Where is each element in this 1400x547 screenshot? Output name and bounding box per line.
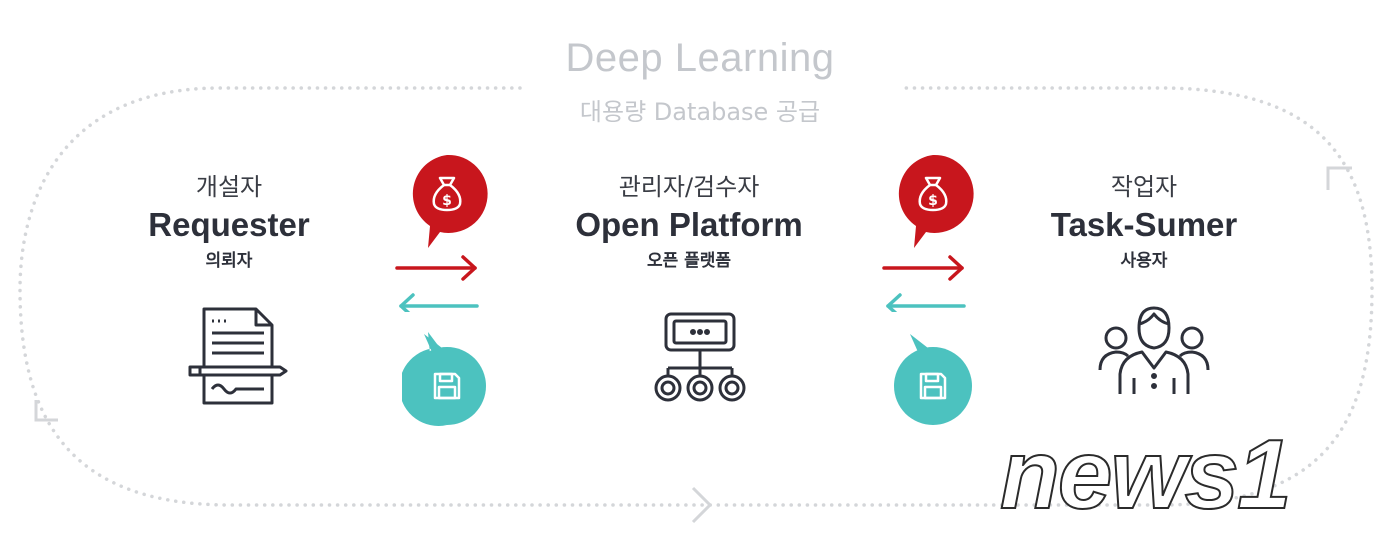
role-desc-label: 오픈 플랫폼 — [646, 251, 732, 271]
role-kr-label: 작업자 — [1110, 173, 1178, 201]
role-desc-label: 의뢰자 — [205, 251, 253, 271]
loop-arrow-chevron — [691, 486, 713, 524]
flow-arrows-left — [395, 255, 479, 312]
money-bag-icon — [432, 176, 462, 212]
arrow-forward — [395, 255, 477, 281]
floppy-disk-bubble — [894, 334, 972, 425]
money-bag-bubble: $ — [898, 154, 974, 248]
diagram-title: Deep Learning — [565, 36, 835, 80]
role-open-platform: 관리자/검수자 Open Platform 오픈 플랫폼 — [519, 170, 859, 276]
corner-bracket-bottom-left — [34, 400, 58, 422]
news1-logo: news1 — [999, 418, 1293, 530]
role-en-label: Task-Sumer — [1050, 206, 1238, 243]
network-tree-icon — [654, 312, 746, 402]
role-kr-label: 관리자/검수자 — [618, 173, 760, 201]
corner-bracket-top-right — [1326, 166, 1352, 190]
role-en-label: Open Platform — [575, 206, 803, 243]
svg-text:$: $ — [928, 193, 938, 209]
money-bag-icon — [918, 176, 948, 212]
document-pen-icon — [188, 307, 288, 405]
role-requester: 개설자 Requester 의뢰자 — [59, 170, 399, 276]
flow-arrows-right — [882, 255, 966, 312]
floppy-disk-icon — [919, 372, 947, 400]
money-bag-bubble: $ — [412, 154, 488, 248]
floppy-disk-icon — [433, 372, 461, 400]
arrow-back — [886, 293, 966, 312]
loop-top-left-segment — [18, 86, 1374, 507]
diagram-subtitle: 대용량 Database 공급 — [579, 98, 821, 126]
role-task-sumer: 작업자 Task-Sumer 사용자 — [974, 170, 1314, 276]
users-group-icon — [1098, 306, 1210, 394]
role-desc-label: 사용자 — [1120, 251, 1168, 271]
arrow-back — [399, 293, 479, 312]
floppy-disk-bubble — [402, 332, 486, 426]
role-kr-label: 개설자 — [195, 173, 263, 201]
svg-text:$: $ — [442, 193, 452, 209]
arrow-forward — [882, 255, 964, 281]
role-en-label: Requester — [148, 206, 310, 243]
